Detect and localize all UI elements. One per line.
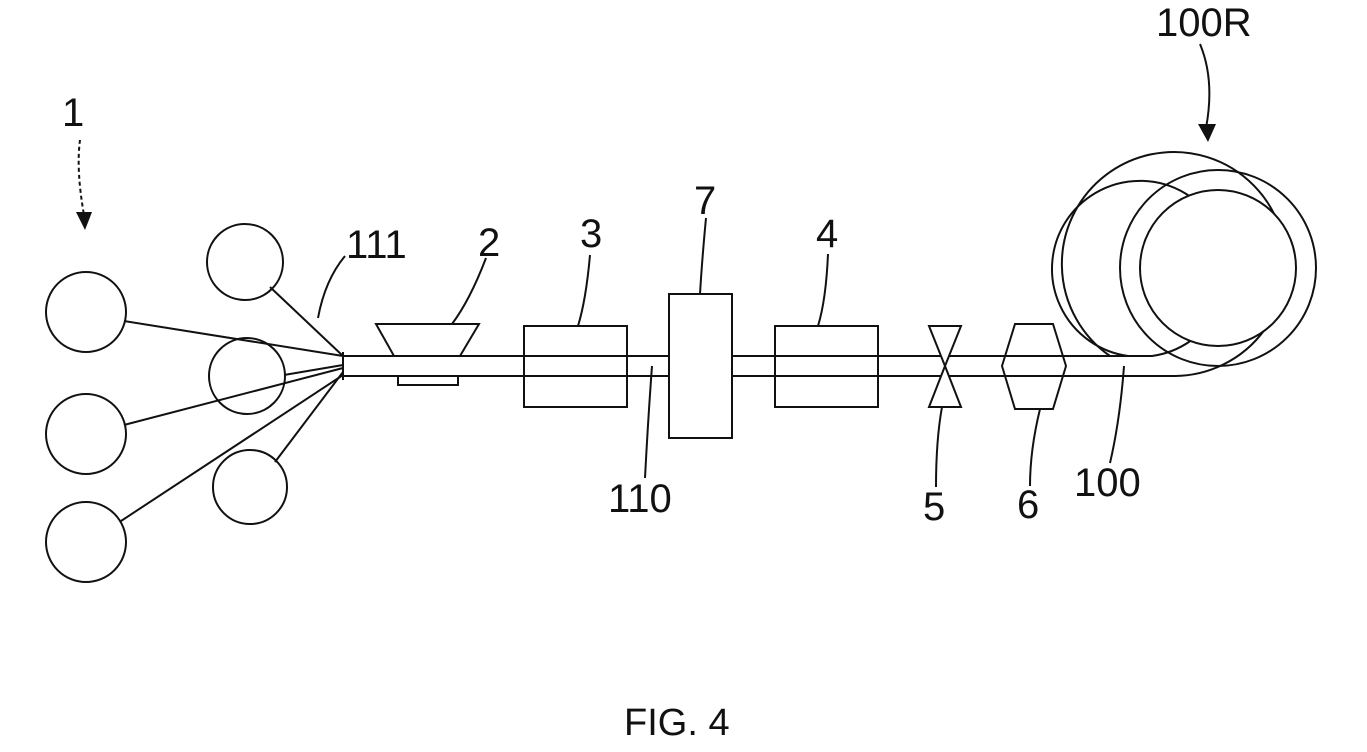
- leader-6: [1030, 409, 1040, 486]
- label-reel: 100R: [1156, 1, 1252, 45]
- arrow-100R-shaft: [1200, 44, 1209, 128]
- leader-110: [645, 366, 652, 478]
- component-4-box: [775, 326, 878, 407]
- source-spools: [46, 224, 287, 582]
- label-fibers: 111: [346, 223, 407, 267]
- spool-circle: [46, 272, 126, 352]
- arrow-1: [76, 140, 92, 230]
- spool-circle: [46, 394, 126, 474]
- leader-5: [936, 407, 942, 487]
- arrow-1-shaft: [79, 140, 84, 215]
- label-bundle: 110: [608, 477, 672, 521]
- label-component-3: 3: [580, 212, 602, 256]
- figure-caption: FIG. 4: [624, 702, 730, 744]
- component-3-box: [524, 326, 627, 407]
- label-component-6: 6: [1017, 483, 1039, 527]
- component-5-bowtie: [929, 326, 961, 407]
- leader-3: [578, 255, 590, 326]
- arrow-1-head: [76, 212, 92, 230]
- label-fiber: 100: [1074, 461, 1141, 505]
- label-component-4: 4: [816, 212, 838, 256]
- label-component-5: 5: [923, 485, 945, 529]
- component-2-base: [398, 376, 458, 385]
- component-6-hexagon: [1002, 324, 1066, 409]
- spool-circle: [46, 502, 126, 582]
- reel: [1120, 170, 1316, 366]
- reel-inner-circle: [1140, 190, 1296, 346]
- leader-4: [818, 254, 828, 326]
- component-7-box: [669, 294, 732, 438]
- label-source: 1: [62, 91, 84, 135]
- label-component-2: 2: [478, 221, 500, 265]
- spool-circle: [209, 338, 285, 414]
- arrow-100R-head: [1198, 124, 1216, 142]
- arrow-100R: [1198, 44, 1216, 142]
- leader-7: [700, 218, 706, 294]
- leader-111: [318, 256, 345, 318]
- label-component-7: 7: [694, 179, 716, 223]
- leader-2: [452, 258, 486, 324]
- leader-100: [1110, 366, 1124, 463]
- fiber-line: [275, 372, 343, 462]
- component-2-taper: [376, 324, 479, 356]
